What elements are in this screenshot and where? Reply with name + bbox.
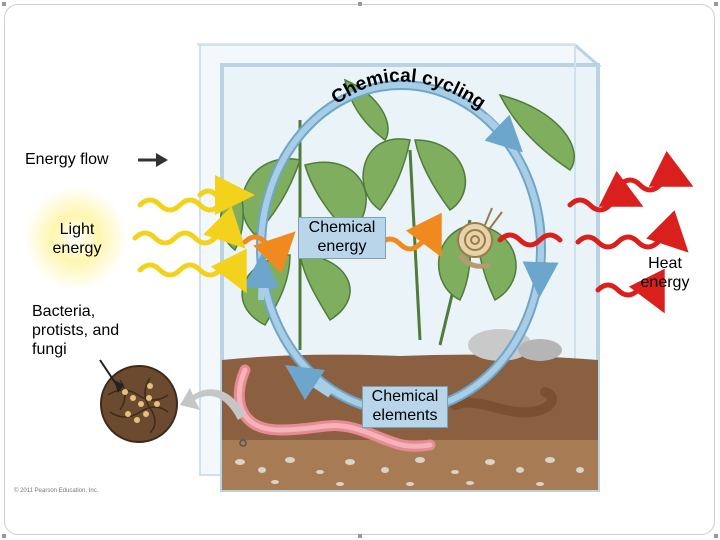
- energy-flow-label: Energy flow: [25, 151, 109, 168]
- zoom-arrow: [180, 388, 245, 420]
- heat-energy-label: Heat energy: [640, 255, 690, 291]
- chemical-energy-arrows: [242, 212, 442, 274]
- corner-marker: [358, 2, 362, 6]
- chemical-elements-label: Chemical elements: [362, 386, 448, 428]
- corner-marker: [714, 2, 718, 6]
- decomposer-pointer-head: [114, 380, 124, 393]
- light-energy-label: Light energy: [52, 221, 102, 257]
- copyright-notice: © 2011 Pearson Education, Inc.: [14, 488, 99, 494]
- corner-marker: [714, 534, 718, 538]
- heat-energy-arrows: [497, 150, 694, 314]
- sun-glow: [24, 186, 128, 290]
- corner-marker: [2, 2, 6, 6]
- chemical-energy-label: Chemical energy: [298, 217, 386, 259]
- snail: [457, 207, 503, 269]
- corner-marker: [2, 534, 6, 538]
- arrow-right-icon: [138, 153, 168, 167]
- decomposers-label: Bacteria, protists, and fungi: [32, 303, 120, 358]
- light-energy-arrows: [132, 175, 255, 294]
- corner-marker: [358, 534, 362, 538]
- soil-sample-dot: [239, 439, 247, 447]
